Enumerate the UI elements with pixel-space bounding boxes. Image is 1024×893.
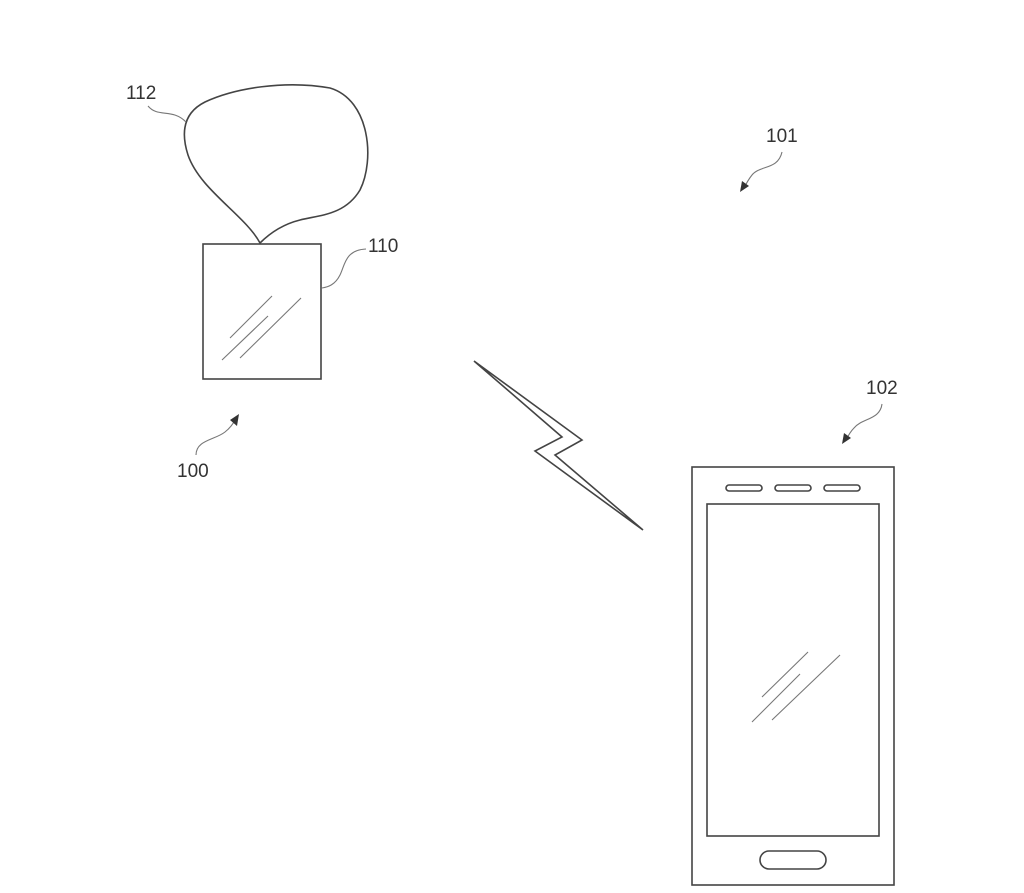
speaker-slot: [725, 484, 763, 492]
arrow-102: [845, 403, 883, 441]
home-button: [759, 850, 827, 870]
leader-112: [147, 105, 187, 123]
label-112: 112: [126, 83, 156, 104]
label-100: 100: [177, 461, 209, 482]
phone-screen: [706, 503, 880, 837]
arrow-100: [195, 419, 236, 456]
label-110: 110: [368, 236, 398, 257]
label-102: 102: [866, 378, 898, 399]
speaker-slot: [823, 484, 861, 492]
glare-line: [239, 297, 302, 359]
label-101: 101: [766, 126, 798, 147]
glare-line: [229, 295, 273, 339]
wireless-lightning-icon: [473, 360, 644, 531]
glare-line: [221, 315, 269, 361]
speaker-slot: [774, 484, 812, 492]
device-110: [202, 243, 322, 380]
blob-112: [183, 84, 369, 245]
phone-102: [691, 466, 895, 886]
glare-line: [751, 673, 801, 723]
arrowhead-icon: [740, 181, 749, 192]
glare-line: [771, 654, 841, 721]
arrow-101: [743, 151, 783, 189]
glare-line: [761, 651, 809, 698]
arrowhead-icon: [230, 414, 239, 426]
arrowhead-icon: [842, 433, 851, 444]
leader-110: [321, 248, 367, 289]
